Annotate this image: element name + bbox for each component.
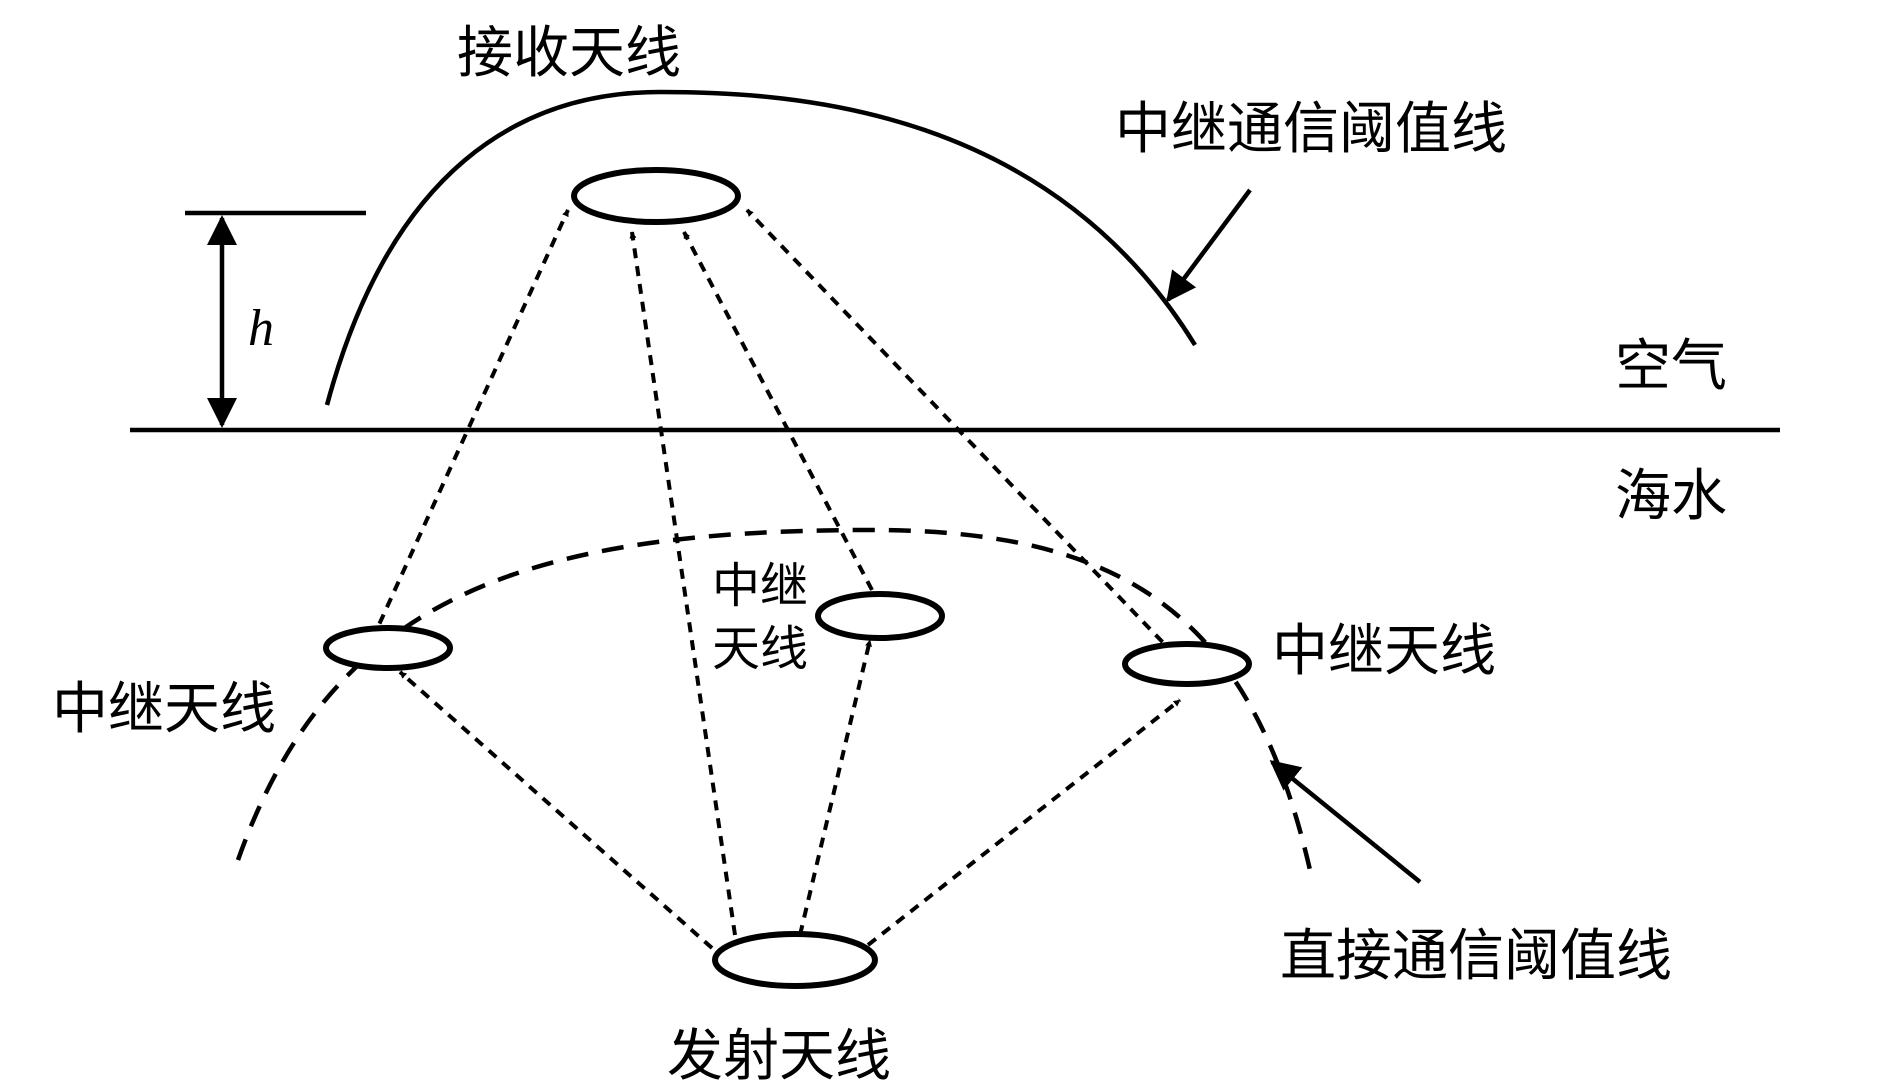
receive-antenna — [571, 167, 741, 225]
path-relay-right-to-receive — [745, 208, 1177, 657]
relay-left-label: 中继天线 — [52, 677, 276, 742]
path-relay-center-to-receive — [682, 231, 874, 591]
path-relay-left-to-receive — [370, 209, 570, 641]
relay-threshold-pointer — [1166, 188, 1252, 303]
receive-antenna-label: 接收天线 — [457, 21, 681, 86]
relay-center-label-line2: 天线 — [712, 621, 808, 677]
seawater-label: 海水 — [1615, 464, 1727, 529]
height-label: h — [248, 300, 274, 357]
path-transmit-to-relay-right — [866, 698, 1182, 947]
transmit-antenna — [712, 931, 878, 989]
path-transmit-to-relay-center — [798, 639, 872, 936]
relay-threshold-label: 中继通信阈值线 — [1115, 97, 1507, 162]
relay-threshold-curve — [324, 89, 1197, 406]
relay-antenna-right — [1122, 641, 1252, 687]
transmit-antenna-label: 发射天线 — [667, 1024, 891, 1087]
air-label: 空气 — [1615, 334, 1727, 399]
relay-antenna-center — [815, 591, 945, 641]
direct-threshold-pointer — [1269, 760, 1422, 884]
relay-antenna-left — [323, 625, 453, 671]
relay-center-label-line1: 中继 — [712, 558, 808, 614]
direct-threshold-label: 直接通信阈值线 — [1280, 924, 1672, 989]
relay-right-label: 中继天线 — [1272, 619, 1496, 684]
path-transmit-to-relay-left — [398, 670, 714, 950]
